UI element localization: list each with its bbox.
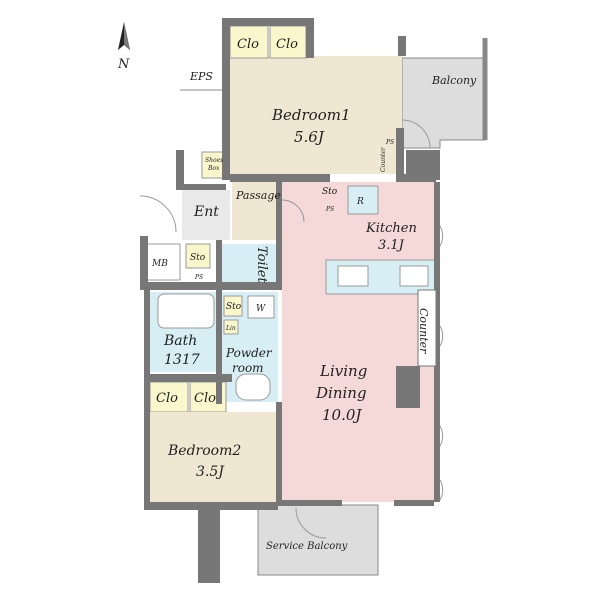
living-line1: Living [319, 362, 367, 380]
sto-2 [223, 295, 243, 317]
sink [337, 265, 369, 287]
mb-label: MB [151, 259, 168, 269]
shoes-box-line1: Shoes [205, 157, 223, 164]
lin-label: Lin [225, 325, 236, 332]
bedroom1 [228, 56, 402, 174]
closet-b2-label-1: Clo [156, 391, 178, 406]
service-balcony-area [257, 504, 379, 576]
balcony-top-right [401, 57, 486, 149]
living-size: 10.0J [322, 406, 362, 424]
passage [232, 180, 282, 240]
living-line2: Dining [315, 384, 367, 402]
ps-label-1: PS [385, 139, 394, 146]
door-swings [139, 119, 444, 539]
stove [399, 265, 429, 287]
closet-b2-label-2: Clo [194, 391, 216, 406]
closet-label-1: Clo [237, 37, 259, 52]
bathtub [157, 293, 215, 329]
counter-small-label: Counter [380, 146, 387, 172]
sto-label-top: Sto [322, 187, 338, 197]
lin-shelf [223, 319, 239, 335]
counter-label: Counter [417, 308, 430, 354]
basin [235, 373, 271, 401]
powder-line2: room [232, 361, 264, 375]
kitchen-living [282, 182, 436, 502]
kitchen-name: Kitchen [365, 221, 417, 236]
fridge [347, 185, 379, 215]
washer [247, 295, 275, 319]
toilet-room [218, 244, 280, 286]
north-label: N [117, 57, 130, 72]
kitchen-size: 3.1J [378, 238, 405, 253]
entrance [182, 190, 230, 240]
ent-label: Ent [193, 204, 219, 220]
passage-label: Passage [235, 189, 281, 202]
closet-label-2: Clo [276, 37, 298, 52]
balcony-label: Balcony [431, 74, 477, 87]
service-balcony-label: Service Balcony [266, 541, 348, 552]
sto-label-2: Sto [226, 302, 242, 312]
compass-icon [118, 22, 130, 50]
ps-label-2: PS [325, 206, 334, 213]
bath-name: Bath [163, 333, 197, 349]
sto-label-1: Sto [190, 253, 206, 263]
w-label: W [256, 304, 266, 314]
bedroom1-size: 5.6J [294, 128, 325, 146]
bath-size: 1317 [164, 352, 200, 368]
service-balcony-wall [198, 505, 220, 583]
mb-box [145, 243, 181, 281]
walls [140, 18, 440, 510]
ps-label-3: PS [194, 274, 203, 281]
sto-1 [185, 243, 211, 269]
bedroom1-name: Bedroom1 [271, 106, 351, 124]
bedroom2 [150, 412, 276, 502]
shoes-box-line2: Box [207, 165, 220, 172]
powder-line1: Powder [225, 346, 273, 360]
eps-label: EPS [189, 70, 213, 83]
bedroom2-size: 3.5J [196, 464, 225, 480]
bedroom2-name: Bedroom2 [167, 443, 241, 459]
r-label: R [356, 197, 364, 207]
toilet-label: Toilet [254, 246, 269, 283]
